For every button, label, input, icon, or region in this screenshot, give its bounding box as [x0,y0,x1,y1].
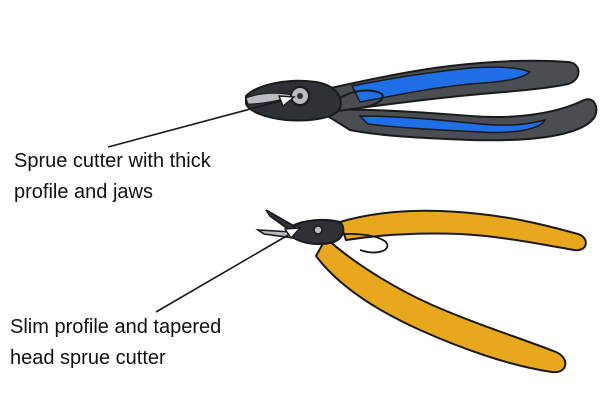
slim-sprue-cutter [255,209,587,374]
slim-cutter-lower-handle [314,236,567,374]
slim-cutter-caption: Slim profile and tapered head sprue cutt… [10,312,221,374]
thick-cutter-pointer-arrow [107,95,296,148]
slim-cutter-spring [329,233,389,254]
thick-cutter-caption: Sprue cutter with thick profile and jaws [14,146,211,208]
thick-sprue-cutter [245,59,598,142]
thick-cutter-upper-grip [350,66,532,103]
slim-cutter-pointer-arrow [155,227,302,313]
thick-cutter-caption-line-2: profile and jaws [14,181,153,203]
slim-cutter-caption-line-1: Slim profile and tapered [10,316,222,338]
thick-cutter-spring [339,89,384,109]
slim-cutter-pivot-bolt [313,225,323,235]
slim-cutter-caption-line-2: head sprue cutter [10,347,166,369]
slim-cutter-upper-handle [338,209,587,252]
thick-cutter-lower-grip [358,115,547,134]
thick-cutter-caption-line-1: Sprue cutter with thick [14,150,211,172]
